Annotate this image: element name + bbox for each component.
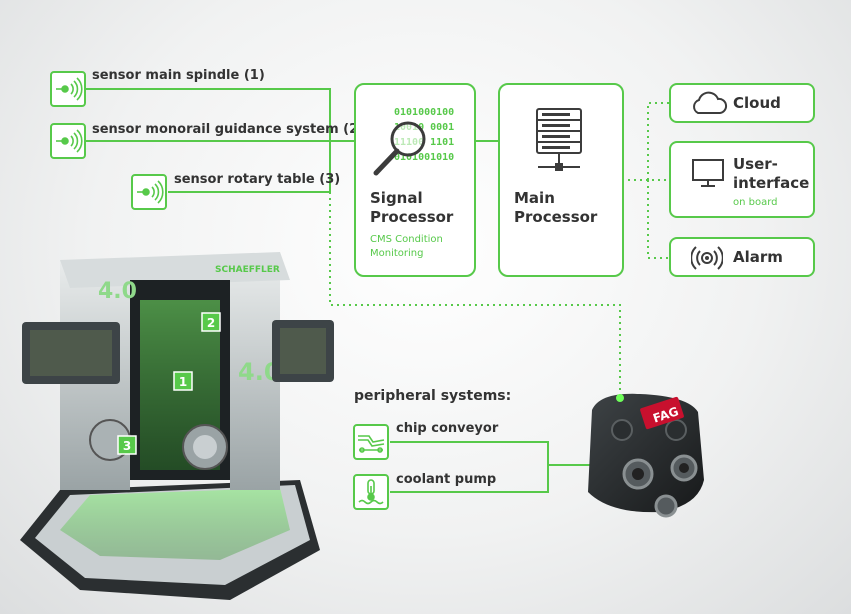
coolant-pump-icon bbox=[353, 474, 389, 510]
coolant-pump-label: coolant pump bbox=[396, 472, 497, 487]
sensor-icon bbox=[50, 123, 86, 159]
alarm-dotted-line bbox=[647, 180, 690, 259]
peripheral-bracket bbox=[390, 441, 549, 493]
device-dotted-line bbox=[329, 192, 621, 395]
magnifier-icon bbox=[373, 121, 426, 176]
sensor-icon bbox=[50, 71, 86, 107]
main-processor-title-1: Main bbox=[514, 189, 555, 207]
user-interface-title-1: User- bbox=[733, 155, 778, 173]
chip-conveyor-label: chip conveyor bbox=[396, 421, 499, 436]
machine-badge-left: 4.0 bbox=[98, 279, 137, 304]
alarm-box: Alarm bbox=[669, 237, 815, 277]
main-processor-box: Main Processor bbox=[498, 83, 624, 277]
sensor-3-label: sensor rotary table (3) bbox=[174, 172, 341, 187]
signal-processor-sub-1: CMS Condition bbox=[370, 234, 443, 245]
cloud-box: Cloud bbox=[669, 83, 815, 123]
sensor-1-line bbox=[86, 88, 331, 140]
machine-tool-illustration: SCHAEFFLER 4.0 4.0 1 2 3 bbox=[20, 252, 334, 600]
alarm-label: Alarm bbox=[733, 248, 783, 266]
marker-3: 3 bbox=[123, 439, 131, 453]
signal-processor-box: 0101000100 10010 0001 11100 1101 0101001… bbox=[354, 83, 476, 277]
user-interface-sub: on board bbox=[733, 197, 778, 208]
sensor-icon bbox=[131, 174, 167, 210]
cloud-icon bbox=[693, 91, 728, 114]
signal-processor-title-2: Processor bbox=[370, 208, 454, 226]
server-icon bbox=[536, 108, 582, 171]
monitor-icon bbox=[692, 159, 724, 187]
cloud-dotted-line bbox=[647, 102, 690, 180]
signal-processor-sub-2: Monitoring bbox=[370, 248, 424, 259]
peripheral-heading: peripheral systems: bbox=[354, 388, 512, 404]
alarm-icon bbox=[691, 246, 723, 270]
signal-processor-title-1: Signal bbox=[370, 189, 423, 207]
user-interface-title-2: interface bbox=[733, 174, 810, 192]
machine-brand: SCHAEFFLER bbox=[215, 265, 280, 275]
main-processor-title-2: Processor bbox=[514, 208, 598, 226]
user-interface-box: User- interface on board bbox=[669, 141, 815, 218]
cloud-label: Cloud bbox=[733, 94, 781, 112]
fag-sensor-device: FAG bbox=[588, 393, 704, 518]
sensor-2-label: sensor monorail guidance system (2) bbox=[92, 122, 365, 137]
sensor-1-label: sensor main spindle (1) bbox=[92, 68, 265, 83]
marker-1: 1 bbox=[179, 375, 187, 389]
conveyor-icon bbox=[353, 424, 389, 460]
marker-2: 2 bbox=[207, 316, 215, 330]
